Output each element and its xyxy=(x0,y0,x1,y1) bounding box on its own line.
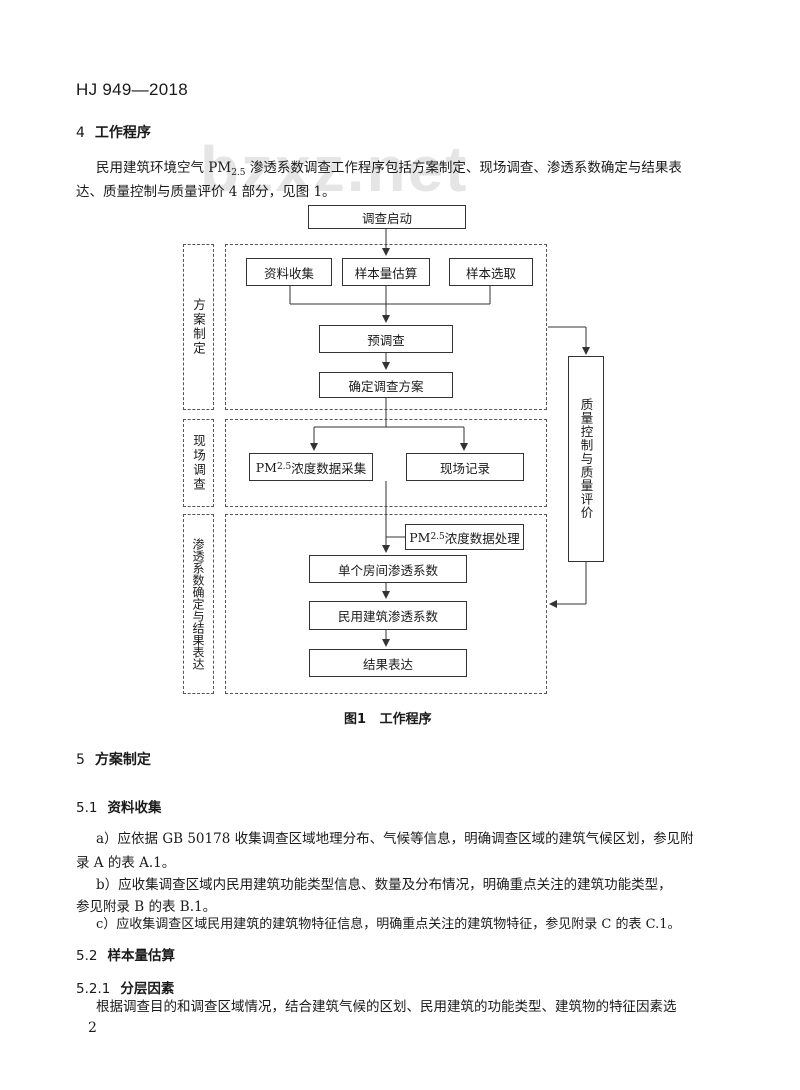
subscript: 2.5 xyxy=(276,462,292,472)
data-collection-box: 资料收集 xyxy=(246,258,332,286)
section-number: 5 xyxy=(76,752,85,768)
sample-select-box: 样本选取 xyxy=(449,258,533,286)
intro-text: 渗透系数调查工作程序包括方案制定、现场调查、渗透系数确定与结果表 xyxy=(245,160,682,176)
section-title: 样本量估算 xyxy=(107,948,175,964)
page-number: 2 xyxy=(88,1020,97,1036)
pm-label: PM xyxy=(409,529,431,545)
start-box: 调查启动 xyxy=(308,205,466,229)
section-5-heading: 5 方案制定 xyxy=(76,749,151,769)
item-a-line2: 录 A 的表 A.1。 xyxy=(76,855,176,871)
section-5-2-1-text: 根据调查目的和调查区域情况，结合建筑气候的区划、民用建筑的功能类型、建筑物的特征… xyxy=(96,999,677,1015)
result-expr-box: 结果表达 xyxy=(309,649,467,677)
section-number: 4 xyxy=(76,125,85,141)
section-title: 方案制定 xyxy=(94,752,151,768)
figure-caption: 图1 工作程序 xyxy=(344,712,432,727)
item-c-line1: c）应收集调查区域民用建筑的建筑物特征信息，明确重点关注的建筑物特征，参见附录 … xyxy=(96,917,681,932)
section-5-2-1-heading: 5.2.1 分层因素 xyxy=(76,977,174,997)
section-number: 5.1 xyxy=(76,800,98,816)
watermark: bzxz.net xyxy=(200,133,469,205)
item-b-line2: 参见附录 B 的表 B.1。 xyxy=(76,899,217,915)
phase1-label: 方案制定 xyxy=(191,298,206,356)
section-title: 工作程序 xyxy=(94,125,151,141)
pm-process-label: 浓度数据处理 xyxy=(444,530,520,546)
phase3-label: 渗透系数确定与结果表达 xyxy=(191,538,205,670)
section-title: 资料收集 xyxy=(107,800,162,816)
section-number: 5.2.1 xyxy=(76,981,111,997)
phase2-label: 现场调查 xyxy=(191,434,206,492)
phase2-label-box xyxy=(183,419,214,507)
building-coef-box: 民用建筑渗透系数 xyxy=(309,601,467,630)
pm-collect-label: 浓度数据采集 xyxy=(291,460,367,476)
subscript: 2.5 xyxy=(430,532,445,542)
confirm-plan-box: 确定调查方案 xyxy=(319,372,453,398)
sample-estimate-box: 样本量估算 xyxy=(342,258,430,286)
section-4-heading: 4 工作程序 xyxy=(76,122,151,142)
section-4-intro-line2: 达、质量控制与质量评价 4 部分，见图 1。 xyxy=(76,184,336,200)
pm-label: PM xyxy=(255,459,277,475)
section-4-intro-line1: 民用建筑环境空气 PM2.5 渗透系数调查工作程序包括方案制定、现场调查、渗透系… xyxy=(96,155,682,186)
section-5-2-heading: 5.2 样本量估算 xyxy=(76,944,175,964)
qc-box: 质量控制与质量评价 xyxy=(568,356,604,562)
phase1-label-box xyxy=(183,244,214,410)
field-record-box: 现场记录 xyxy=(406,453,524,481)
standard-code: HJ 949—2018 xyxy=(76,80,188,99)
item-b-line1: b）应收集调查区域内民用建筑功能类型信息、数量及分布情况，明确重点关注的建筑功能… xyxy=(96,877,672,893)
phase3-label-box xyxy=(183,514,214,694)
section-title: 分层因素 xyxy=(120,981,175,997)
subscript: 2.5 xyxy=(231,168,246,178)
item-a-line1: a）应依据 GB 50178 收集调查区域地理分布、气候等信息，明确调查区域的建… xyxy=(96,831,694,847)
section-5-1-heading: 5.1 资料收集 xyxy=(76,796,161,816)
section-number: 5.2 xyxy=(76,948,98,964)
pre-survey-box: 预调查 xyxy=(319,325,453,353)
intro-text: 民用建筑环境空气 PM xyxy=(96,160,232,176)
single-room-box: 单个房间渗透系数 xyxy=(309,555,467,583)
